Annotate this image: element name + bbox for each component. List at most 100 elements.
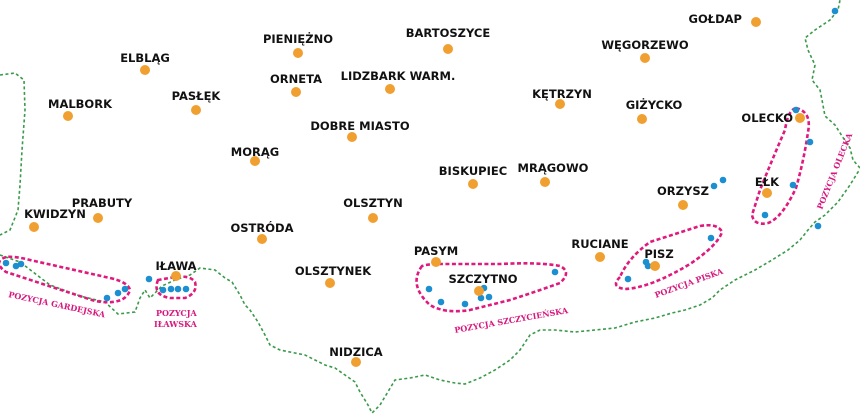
fortification-marker bbox=[710, 182, 718, 190]
town-mragowo: MRĄGOWO bbox=[518, 161, 589, 187]
town-dot bbox=[443, 44, 453, 54]
town-bartoszyce: BARTOSZYCE bbox=[406, 26, 491, 54]
town-label: PASŁĘK bbox=[172, 89, 222, 103]
town-dot bbox=[257, 234, 267, 244]
town-ketrzyn: KĘTRZYN bbox=[532, 87, 592, 109]
town-orzysz: ORZYSZ bbox=[657, 184, 709, 210]
town-ruciane: RUCIANE bbox=[571, 237, 629, 262]
town-label: OLSZTYN bbox=[343, 196, 403, 210]
town-label: IŁAWA bbox=[155, 259, 196, 273]
town-morag: MORĄG bbox=[231, 145, 279, 166]
town-label: KĘTRZYN bbox=[532, 87, 592, 101]
position-outline-ilawska bbox=[155, 275, 197, 300]
fortification-marker bbox=[167, 285, 175, 293]
fortification-marker bbox=[477, 294, 485, 302]
town-label: GIŻYCKO bbox=[626, 97, 683, 112]
town-dot bbox=[29, 222, 39, 232]
position-label-ilawska-1: POZYCJA bbox=[156, 308, 198, 318]
town-dobre-miasto: DOBRE MIASTO bbox=[310, 119, 410, 142]
town-dot bbox=[540, 177, 550, 187]
position-outline-olecka bbox=[750, 106, 811, 225]
town-label: BARTOSZYCE bbox=[406, 26, 491, 40]
town-label: EŁK bbox=[755, 175, 780, 189]
town-label: KWIDZYN bbox=[24, 207, 86, 221]
town-dot bbox=[93, 213, 103, 223]
town-label: PRABUTY bbox=[72, 196, 133, 210]
town-label: OLSZTYNEK bbox=[295, 264, 372, 278]
fortification-marker bbox=[761, 211, 769, 219]
town-paslek: PASŁĘK bbox=[172, 89, 222, 115]
town-label: WĘGORZEWO bbox=[601, 38, 688, 52]
town-label: OLECKO bbox=[741, 111, 793, 125]
fortification-marker bbox=[159, 286, 167, 294]
town-biskupiec: BISKUPIEC bbox=[439, 164, 507, 189]
town-dot bbox=[63, 111, 73, 121]
town-label: PISZ bbox=[644, 247, 673, 261]
town-label: LIDZBARK WARM. bbox=[341, 69, 456, 83]
town-szczytno: SZCZYTNO bbox=[449, 272, 518, 296]
town-malbork: MALBORK bbox=[48, 97, 113, 121]
fortification-marker bbox=[644, 262, 652, 270]
fortification-marker bbox=[814, 222, 822, 230]
town-label: PIENIĘŻNO bbox=[263, 31, 333, 46]
town-lidzbark: LIDZBARK WARM. bbox=[341, 69, 456, 94]
town-label: RUCIANE bbox=[571, 237, 628, 251]
town-pisz: PISZ bbox=[644, 247, 674, 271]
position-outline-szczycienska bbox=[415, 262, 568, 313]
position-outline-gardejska bbox=[0, 255, 132, 304]
fortification-marker bbox=[806, 138, 814, 146]
town-dot bbox=[678, 200, 688, 210]
town-olsztyn: OLSZTYN bbox=[343, 196, 403, 223]
town-olecko: OLECKO bbox=[741, 111, 805, 125]
town-kwidzyn: KWIDZYN bbox=[24, 207, 86, 232]
town-nidzica: NIDZICA bbox=[329, 345, 383, 367]
town-dot bbox=[325, 278, 335, 288]
town-label: MORĄG bbox=[231, 145, 279, 159]
fortification-marker bbox=[114, 289, 122, 297]
town-label: GOŁDAP bbox=[689, 12, 742, 26]
town-label: ELBLĄG bbox=[120, 51, 170, 65]
fortification-marker bbox=[624, 275, 632, 283]
town-pieniezno: PIENIĘŻNO bbox=[263, 31, 333, 58]
town-ostroda: OSTRÓDA bbox=[231, 220, 294, 244]
town-label: MRĄGOWO bbox=[518, 161, 589, 175]
fortification-marker bbox=[174, 285, 182, 293]
fortification-marker bbox=[461, 300, 469, 308]
town-dot bbox=[191, 105, 201, 115]
town-label: DOBRE MIASTO bbox=[310, 119, 410, 133]
position-outline-piska bbox=[614, 223, 724, 291]
town-elk: EŁK bbox=[755, 175, 780, 198]
town-label: NIDZICA bbox=[329, 345, 383, 359]
town-dot bbox=[250, 156, 260, 166]
town-label: BISKUPIEC bbox=[439, 164, 507, 178]
town-olsztynek: OLSZTYNEK bbox=[295, 264, 372, 288]
town-wegorzewo: WĘGORZEWO bbox=[601, 38, 689, 63]
fortification-marker bbox=[2, 259, 10, 267]
town-orneta: ORNETA bbox=[270, 72, 322, 97]
fortification-marker bbox=[182, 285, 190, 293]
town-ilawa: IŁAWA bbox=[155, 259, 197, 281]
fortification-marker bbox=[551, 268, 559, 276]
town-dot bbox=[751, 17, 761, 27]
fortification-marker bbox=[831, 7, 839, 15]
town-goldap: GOŁDAP bbox=[689, 12, 761, 27]
town-label: MALBORK bbox=[48, 97, 113, 111]
town-pasym: PASYM bbox=[414, 244, 458, 267]
town-dot bbox=[762, 188, 772, 198]
town-elblag: ELBLĄG bbox=[120, 51, 170, 75]
town-label: ORZYSZ bbox=[657, 184, 709, 198]
town-dot bbox=[650, 261, 660, 271]
town-dot bbox=[293, 48, 303, 58]
fortification-marker bbox=[12, 262, 20, 270]
town-dot bbox=[795, 113, 805, 123]
fortification-marker bbox=[17, 260, 25, 268]
fortification-marker bbox=[103, 294, 111, 302]
town-dot bbox=[385, 84, 395, 94]
town-dot bbox=[431, 257, 441, 267]
fortification-marker bbox=[121, 285, 129, 293]
town-label: PASYM bbox=[414, 244, 458, 258]
fortification-marker bbox=[792, 106, 800, 114]
town-dot bbox=[351, 357, 361, 367]
town-dot bbox=[140, 65, 150, 75]
